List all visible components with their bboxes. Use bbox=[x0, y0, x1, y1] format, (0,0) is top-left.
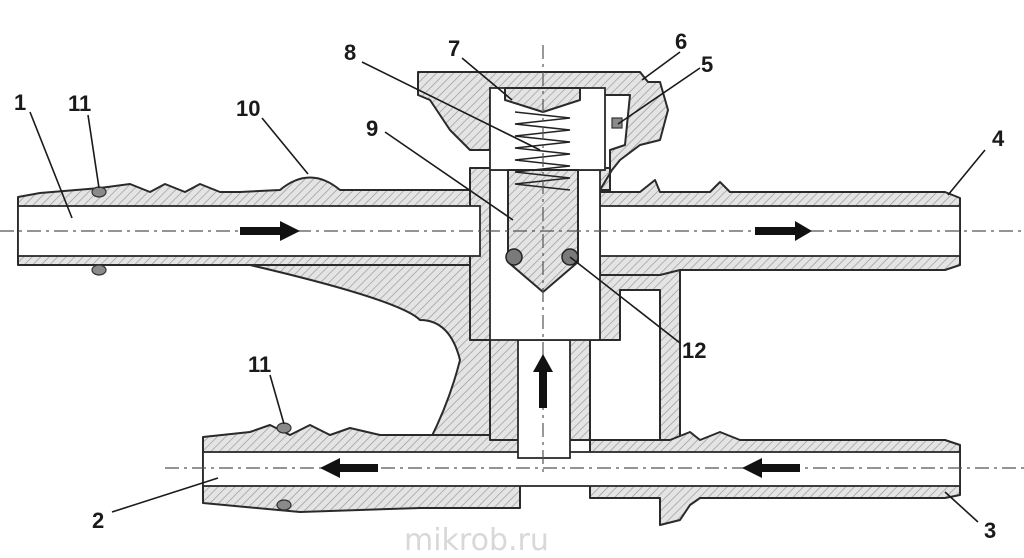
leader-9 bbox=[384, 131, 514, 221]
seal-5 bbox=[611, 117, 623, 129]
callout-7: 7 bbox=[448, 36, 460, 61]
callout-8: 8 bbox=[344, 40, 356, 65]
callout-12: 12 bbox=[682, 338, 706, 363]
callout-11-top: 11 bbox=[68, 91, 91, 116]
callout-11-bottom: 11 bbox=[248, 352, 271, 377]
callout-5: 5 bbox=[701, 52, 713, 77]
leader-11-top bbox=[87, 114, 100, 189]
callout-1: 1 bbox=[14, 90, 26, 115]
callout-9: 9 bbox=[366, 116, 378, 141]
lower-left-web bbox=[249, 264, 501, 441]
leader-5 bbox=[617, 67, 701, 125]
leader-3 bbox=[944, 491, 979, 523]
flow-arrow-upper-left bbox=[240, 221, 300, 241]
flow-arrow-lower-right bbox=[742, 458, 800, 478]
lower-bore bbox=[202, 451, 961, 487]
oring-upper-top bbox=[91, 186, 107, 198]
oring-upper-bottom bbox=[91, 264, 107, 276]
leader-12 bbox=[569, 256, 681, 344]
leader-4 bbox=[947, 149, 986, 196]
check-ball-left bbox=[505, 248, 523, 266]
oring-lower-top bbox=[276, 422, 292, 434]
leader-7 bbox=[461, 57, 513, 101]
spring bbox=[514, 111, 571, 191]
flow-arrow-inlet-up bbox=[533, 354, 553, 408]
callout-3: 3 bbox=[984, 518, 996, 543]
leader-8 bbox=[361, 61, 541, 151]
leader-10 bbox=[261, 117, 309, 175]
callout-6: 6 bbox=[675, 29, 687, 54]
callout-10: 10 bbox=[236, 96, 260, 121]
leader-11-bottom bbox=[269, 374, 285, 425]
callout-4: 4 bbox=[992, 126, 1005, 151]
cap-nut bbox=[417, 71, 669, 191]
watermark: mikrob.ru bbox=[404, 523, 549, 558]
oring-lower-bottom bbox=[276, 499, 292, 511]
callout-2: 2 bbox=[92, 508, 104, 533]
leader-6 bbox=[641, 51, 681, 81]
flow-arrow-upper-right bbox=[755, 221, 812, 241]
leader-lines bbox=[29, 51, 986, 523]
leader-1 bbox=[29, 111, 73, 219]
leader-2 bbox=[111, 477, 219, 513]
flow-arrow-lower-left bbox=[320, 458, 378, 478]
